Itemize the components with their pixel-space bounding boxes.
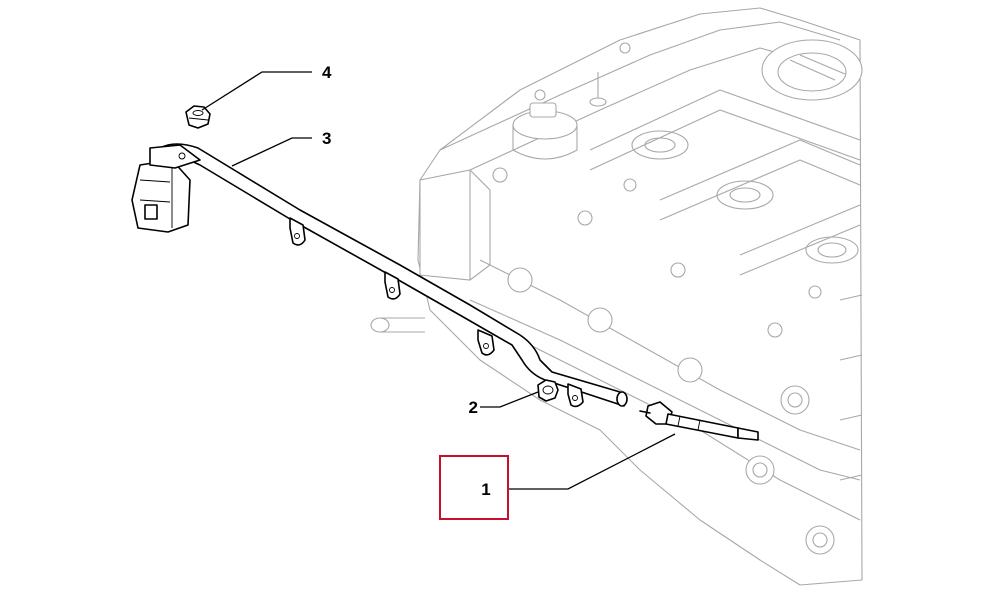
leader-line-1	[508, 433, 676, 490]
highlight-box-callout-1	[439, 455, 509, 520]
nut-part-4	[185, 105, 211, 129]
nut-part-2	[537, 379, 559, 402]
leader-line-2	[480, 391, 539, 408]
callout-3: 3	[322, 129, 331, 148]
callout-1: 1	[481, 480, 490, 499]
engine-cylinder-head	[370, 7, 863, 586]
glow-plug-part-1	[639, 401, 759, 441]
leader-lines	[201, 71, 676, 490]
callout-2: 2	[469, 398, 478, 417]
glow-plug-wiring-harness	[131, 143, 628, 408]
leader-line-4	[201, 71, 312, 111]
callout-4: 4	[322, 63, 332, 82]
leader-line-3	[231, 137, 312, 167]
